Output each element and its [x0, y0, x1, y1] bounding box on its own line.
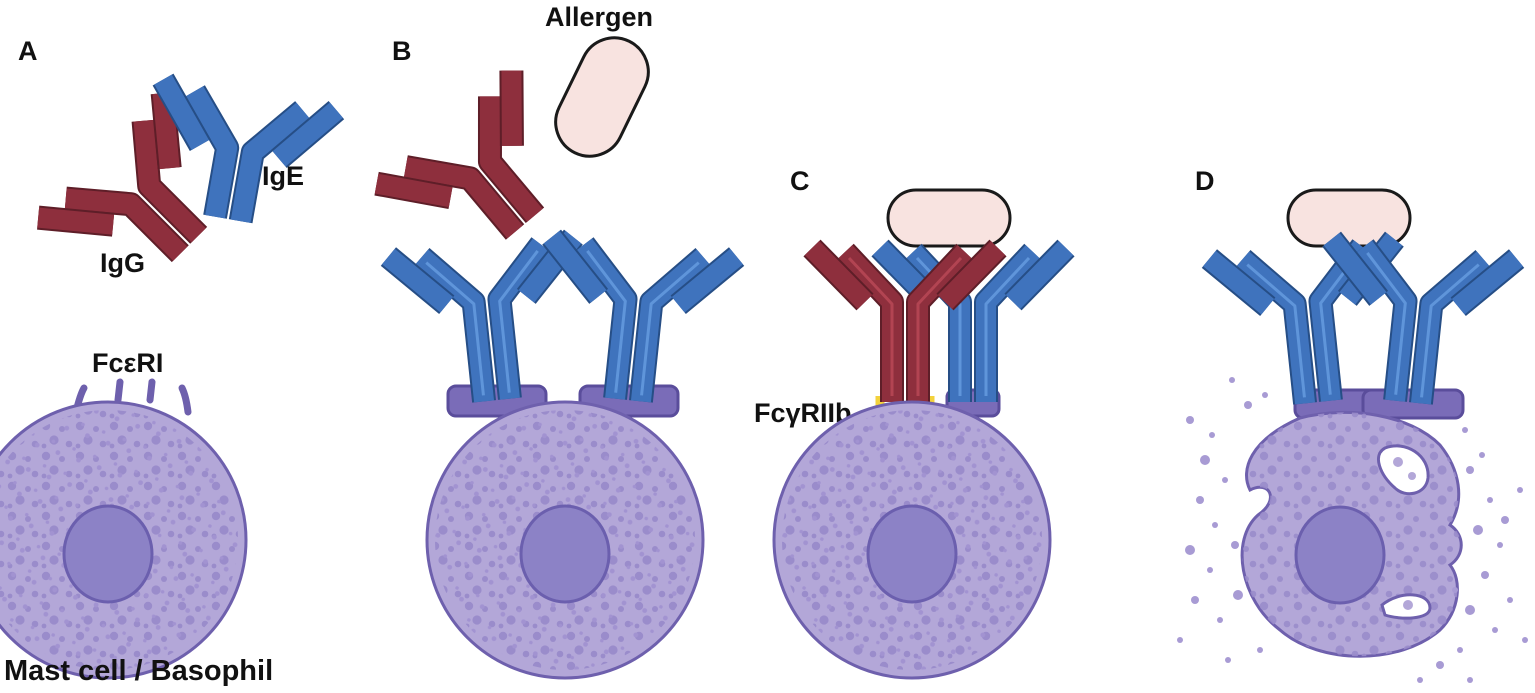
panel-b: B Allergen: [374, 2, 737, 680]
degranulating-cell-d: [1240, 410, 1463, 658]
allergen-b: [554, 36, 650, 158]
panel-a: A IgE IgG FcεRI Mast cell / Baso: [0, 36, 345, 687]
igg-label: IgG: [100, 248, 145, 278]
ige-antibody-b2: [536, 237, 737, 410]
ige-label: IgE: [262, 161, 304, 191]
panel-label-b: B: [392, 36, 412, 66]
panel-c: C FcγRIIb: [754, 166, 1066, 680]
panel-label-c: C: [790, 166, 810, 196]
mast-cell-c: [772, 400, 1052, 680]
panel-label-a: A: [18, 36, 38, 66]
panel-label-d: D: [1195, 166, 1215, 196]
panel-d: D: [1177, 166, 1528, 683]
ige-antibody-d2: [1316, 239, 1517, 412]
allergen-label: Allergen: [545, 2, 653, 32]
ige-antibody-a: [152, 73, 345, 224]
igg-antibody-a: [37, 92, 208, 263]
cell-caption: Mast cell / Basophil: [4, 655, 273, 687]
igg-antibody-b: [374, 70, 545, 240]
fcgriib-label: FcγRIIb: [754, 398, 852, 428]
allergen-c: [886, 188, 1012, 248]
released-granules: [1177, 377, 1528, 683]
mast-cell-a: [0, 400, 248, 680]
mast-cell-b: [425, 400, 705, 680]
fceri-label: FcεRI: [92, 348, 163, 378]
